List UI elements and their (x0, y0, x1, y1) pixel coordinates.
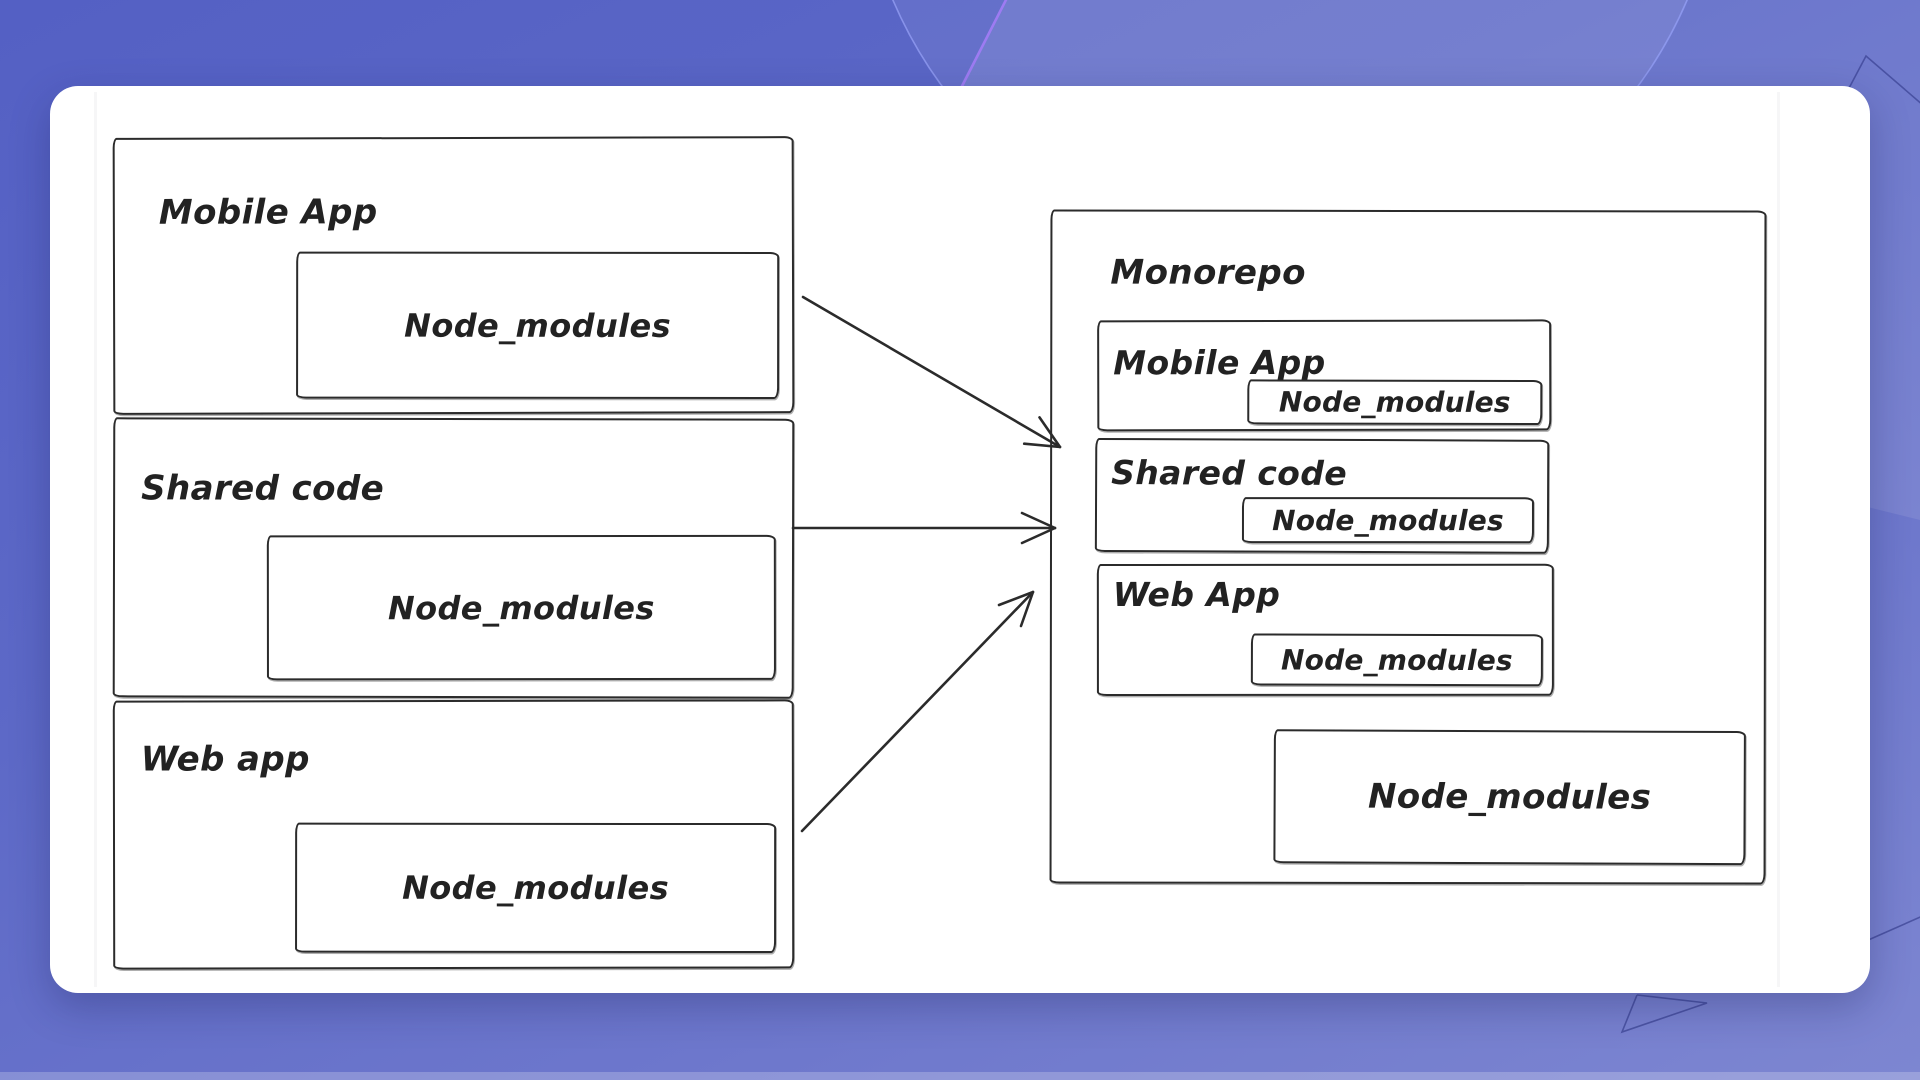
package-title: Mobile App (1113, 342, 1326, 383)
whiteboard-canvas: Mobile App Node_modules Shared code Node… (50, 86, 1870, 993)
project-title: Shared code (141, 468, 385, 509)
node-modules-box: Node_modules (295, 822, 777, 954)
node-modules-label: Node_modules (402, 868, 670, 907)
node-modules-box: Node_modules (1250, 633, 1543, 687)
package-box-web-app: Web App Node_modules (1096, 563, 1554, 697)
project-box-shared-code: Shared code Node_modules (112, 417, 795, 699)
project-box-mobile-app: Mobile App Node_modules (112, 136, 795, 415)
project-title: Web app (140, 739, 310, 780)
project-title: Mobile App (158, 192, 378, 233)
accent-diagonal-line (955, 0, 1008, 97)
arrow-mobile-app-to-monorepo (801, 295, 1062, 449)
monorepo-box: Monorepo Mobile App Node_modules Shared … (1049, 209, 1767, 885)
node-modules-label: Node_modules (1272, 503, 1504, 537)
node-modules-box: Node_modules (266, 534, 776, 681)
node-modules-box: Node_modules (296, 251, 780, 399)
bottom-light-strip (0, 1072, 1920, 1080)
node-modules-label: Node_modules (1278, 385, 1511, 419)
canvas-seam-right (1777, 92, 1780, 987)
package-title: Shared code (1111, 453, 1348, 493)
arrow-web-app-to-monorepo (800, 590, 1035, 833)
package-box-shared-code: Shared code Node_modules (1094, 437, 1550, 554)
project-box-web-app: Web app Node_modules (112, 699, 795, 970)
node-modules-label: Node_modules (1367, 776, 1652, 818)
node-modules-box: Node_modules (1241, 497, 1534, 544)
node-modules-box: Node_modules (1247, 379, 1543, 426)
node-modules-label: Node_modules (404, 306, 672, 345)
monorepo-title: Monorepo (1110, 252, 1306, 293)
package-title: Web App (1112, 574, 1281, 615)
node-modules-label: Node_modules (1280, 643, 1513, 677)
node-modules-label: Node_modules (387, 588, 655, 627)
triangle-outline-bottom (1620, 994, 1708, 1034)
canvas-seam-left (94, 92, 97, 987)
arrow-shared-code-to-monorepo (791, 511, 1057, 545)
shared-node-modules-box: Node_modules (1273, 729, 1746, 866)
triangle-outline-right (1865, 916, 1920, 942)
package-box-mobile-app: Mobile App Node_modules (1097, 319, 1552, 432)
